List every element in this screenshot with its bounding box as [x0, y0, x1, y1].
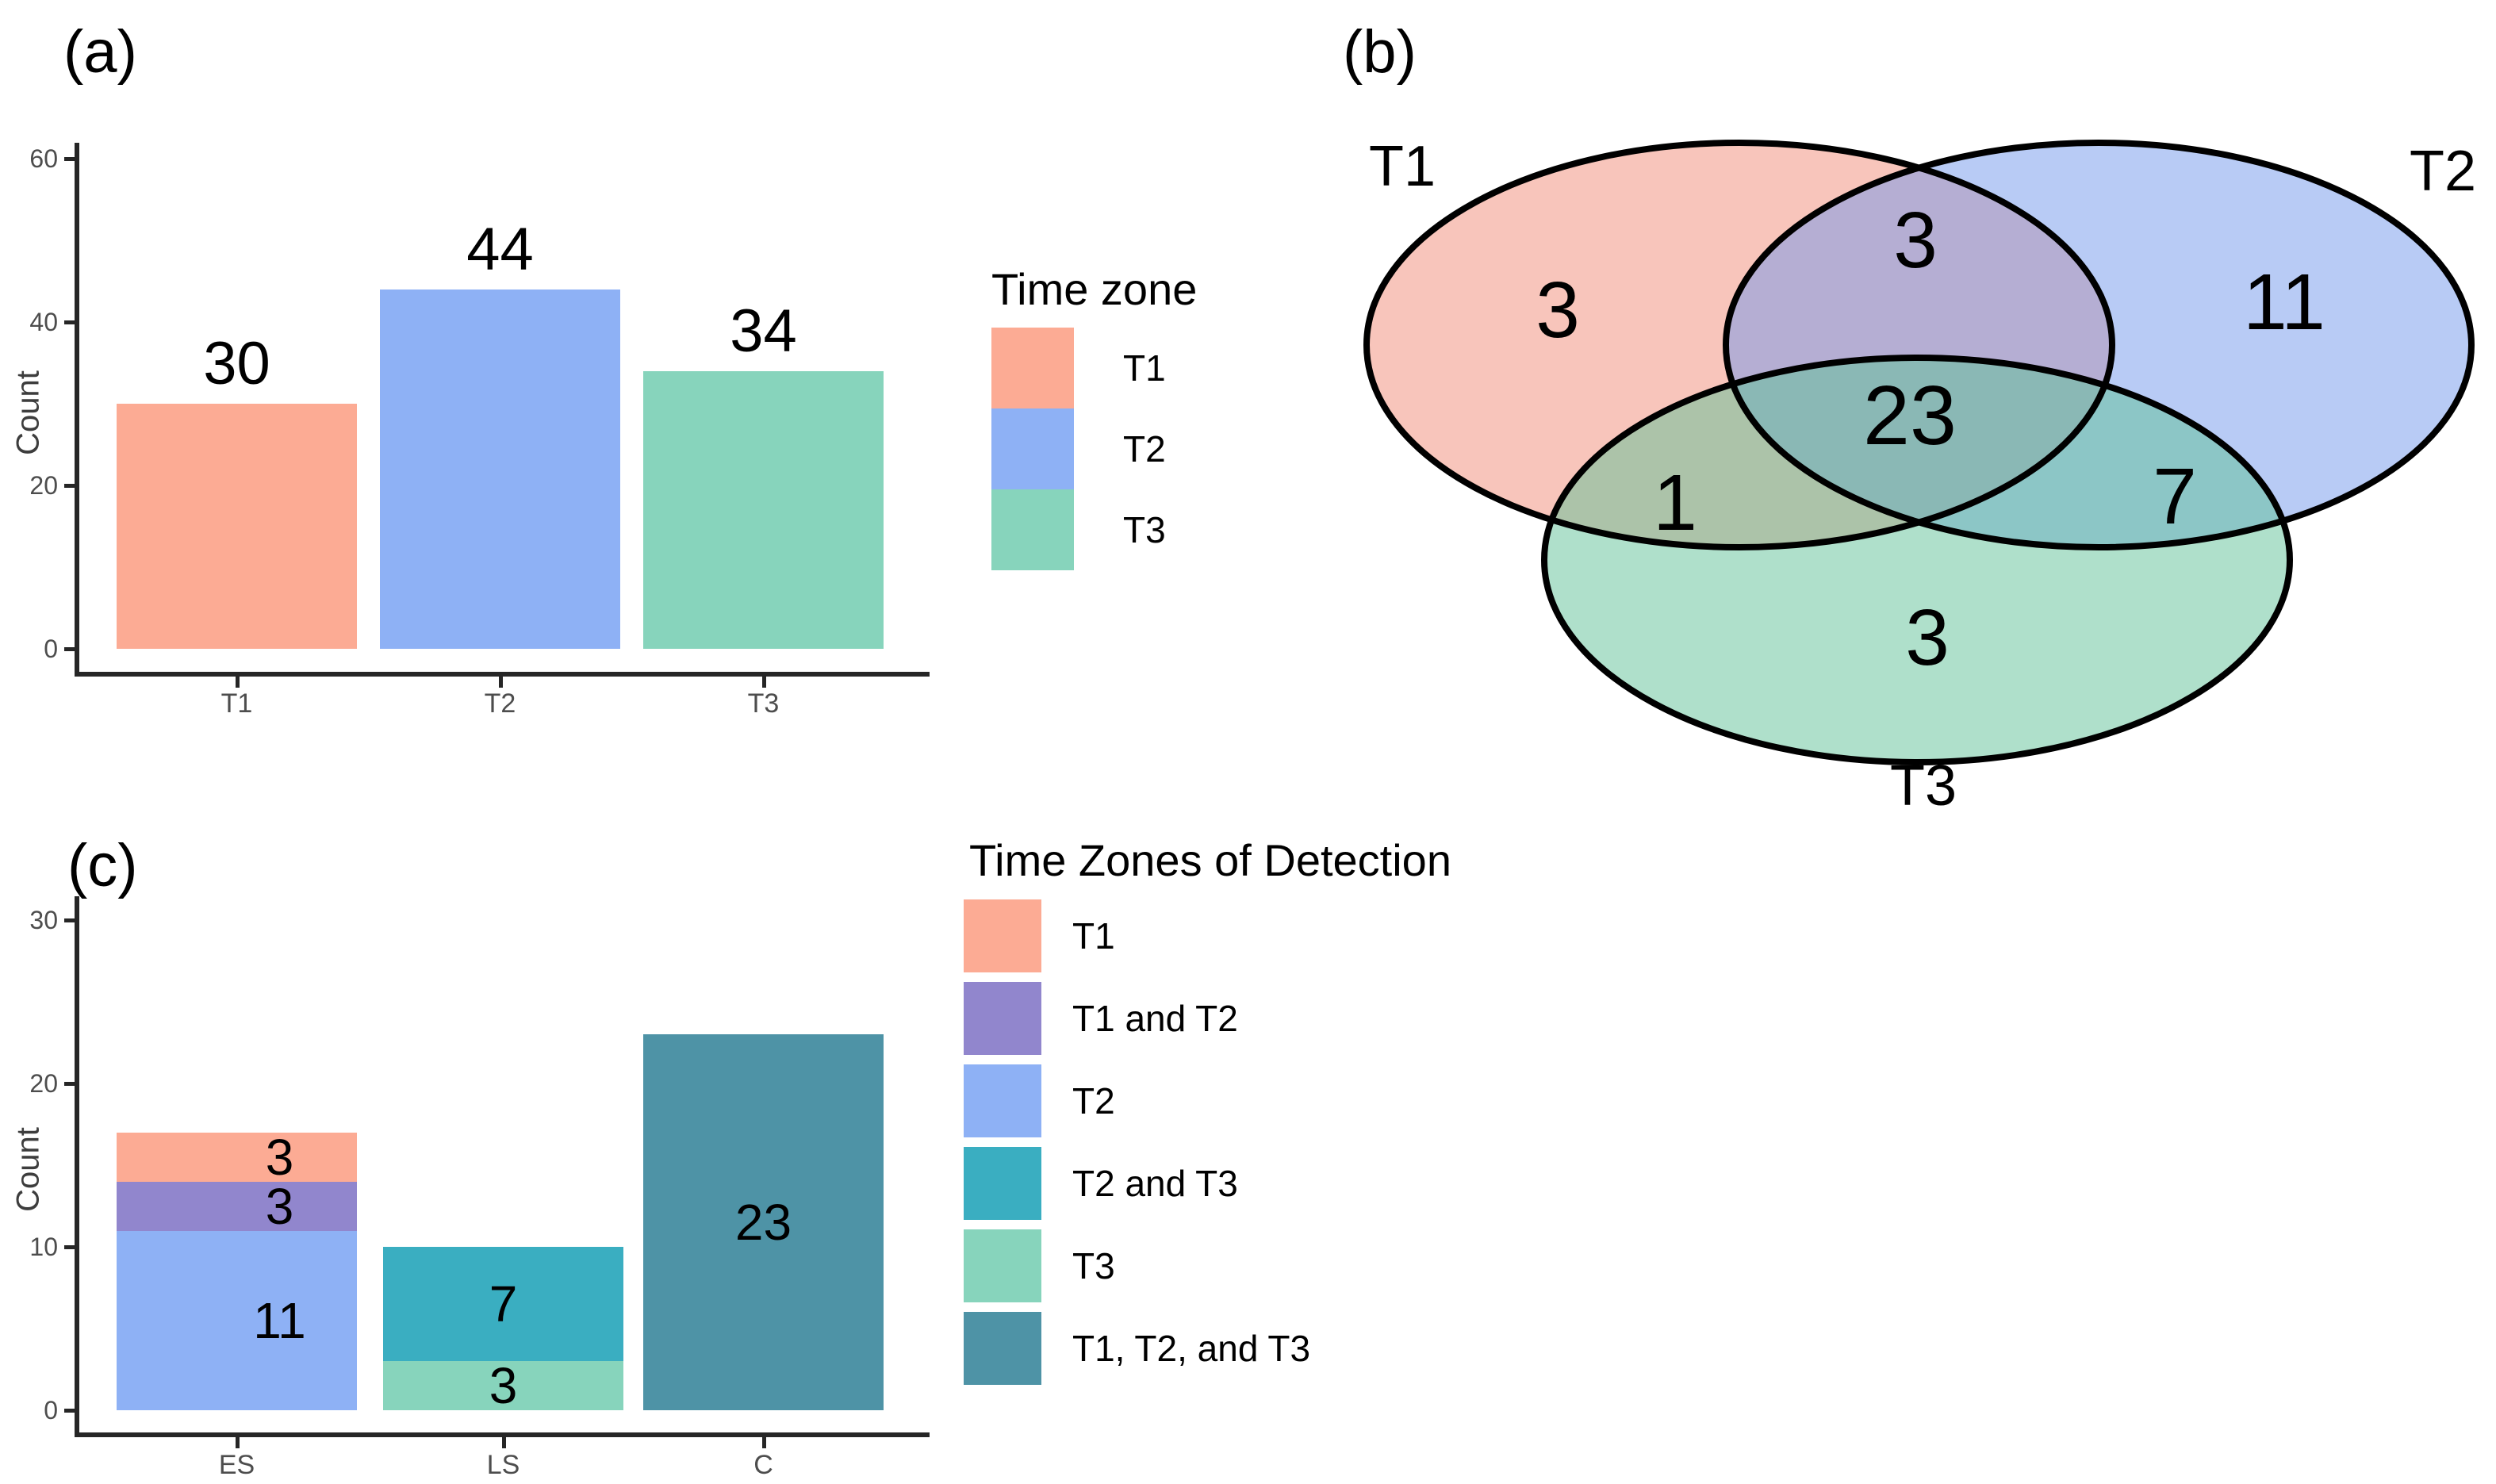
panel-c-cat-label-C: C — [753, 1450, 773, 1480]
panel-c-legend-label-T2: T2 — [1072, 1080, 1115, 1122]
panel-a-ytick-mark — [64, 157, 77, 161]
panel-a-bar-value-T1: 30 — [203, 330, 270, 397]
panel-a-ytick-mark — [64, 647, 77, 651]
panel-c-ytick-mark — [64, 918, 77, 922]
panel-a-ytick-label: 20 — [29, 471, 58, 500]
panel-c-xtick-mark — [501, 1437, 506, 1448]
venn-count-t1-t3: 1 — [1653, 458, 1697, 547]
panel-c-segment-C-T1, T2, and T3 — [643, 1034, 884, 1410]
panel-a-ytick-mark — [64, 320, 77, 324]
panel-a-cat-label-T1: T1 — [220, 688, 253, 719]
panel-c-legend-swatch-T2 — [964, 1064, 1041, 1137]
panel-c-tag: (c) — [67, 832, 138, 899]
panel-c-y-axis — [75, 896, 79, 1437]
panel-c-segment-value-ES-T1 and T2: 3 — [265, 1178, 294, 1235]
panel-a-legend-label-T2: T2 — [1123, 428, 1166, 470]
panel-a-cat-label-T3: T3 — [747, 688, 780, 719]
venn-fill-t3 — [1544, 358, 2290, 762]
venn-count-t2-t3: 7 — [2153, 452, 2197, 541]
panel-c-ytick-label: 30 — [29, 906, 58, 934]
panel-c-legend-label-T3: T3 — [1072, 1245, 1115, 1287]
panel-c-legend-swatch-T3 — [964, 1229, 1041, 1302]
panel-c-legend-label-T2 and T3: T2 and T3 — [1072, 1163, 1238, 1204]
panel-a-bar-T3 — [643, 371, 884, 649]
panel-c-xtick-mark — [761, 1437, 766, 1448]
panel-a-bar-T1 — [117, 404, 357, 649]
panel-c-segment-value-LS-T2 and T3: 7 — [489, 1275, 518, 1333]
panel-c-legend-swatch-T1 — [964, 899, 1041, 972]
panel-a-xtick-mark — [498, 677, 503, 688]
panel-a-legend-swatch-T2 — [991, 408, 1074, 489]
panel-a-legend-label-T3: T3 — [1123, 509, 1166, 550]
panel-a-ytick-label: 40 — [29, 308, 58, 336]
panel-a-x-axis — [75, 672, 930, 677]
panel-b-tag: (b) — [1343, 18, 1417, 86]
panel-c-ytick-label: 10 — [29, 1233, 58, 1261]
panel-c-cat-label-LS: LS — [486, 1450, 520, 1480]
panel-a-ytick-label: 60 — [29, 144, 58, 173]
panel-c-segment-ES-T1 — [117, 1133, 357, 1182]
venn-outline-t2 — [1723, 140, 2475, 550]
venn-outline-t1 — [1363, 140, 2115, 550]
panel-a-bar-value-T2: 44 — [466, 216, 534, 283]
panel-c-ytick-mark — [64, 1409, 77, 1413]
panel-c-legend-label-T1: T1 — [1072, 915, 1115, 957]
panel-a-legend-label-T1: T1 — [1123, 347, 1166, 389]
panel-c-ytick-label: 20 — [29, 1069, 58, 1098]
panel-c-segment-LS-T3 — [383, 1361, 623, 1410]
venn-set-label-t2: T2 — [2410, 140, 2476, 203]
panel-c-ytick-mark — [64, 1082, 77, 1086]
panel-a-cat-label-T2: T2 — [484, 688, 516, 719]
venn-count-t1-t2: 3 — [1893, 196, 1938, 285]
panel-c-y-axis-title: Count — [10, 1127, 46, 1212]
panel-c-segment-value-C-T1, T2, and T3: 23 — [734, 1194, 792, 1251]
panel-c-cat-label-ES: ES — [218, 1450, 255, 1480]
panel-c-segment-value-ES-T1: 3 — [265, 1129, 294, 1186]
venn-set-label-t1: T1 — [1369, 135, 1436, 198]
panel-c-legend-swatch-T1 and T2 — [964, 982, 1041, 1055]
venn-count-t2-only: 11 — [2243, 258, 2325, 347]
panel-a-y-axis — [75, 143, 79, 677]
panel-c-segment-value-LS-T3: 3 — [489, 1357, 518, 1414]
panel-c-segment-ES-T2 — [117, 1230, 357, 1410]
panel-c-legend-title: Time Zones of Detection — [969, 835, 1451, 885]
panel-c-legend-label-T1, T2, and T3: T1, T2, and T3 — [1072, 1328, 1311, 1369]
panel-c-x-axis — [75, 1432, 930, 1437]
panel-a-tag: (a) — [63, 18, 137, 86]
venn-count-t1-only: 3 — [1536, 266, 1580, 355]
panel-a-ytick-label: 0 — [44, 635, 58, 663]
panel-c-ytick-mark — [64, 1245, 77, 1249]
panel-c-legend-swatch-T1, T2, and T3 — [964, 1312, 1041, 1385]
venn-set-label-t3: T3 — [1890, 754, 1957, 818]
panel-c-legend-swatch-T2 and T3 — [964, 1147, 1041, 1220]
panel-c-legend-label-T1 and T2: T1 and T2 — [1072, 998, 1238, 1039]
venn-count-t3-only: 3 — [1905, 593, 1950, 682]
panel-a-legend-swatch-T3 — [991, 489, 1074, 570]
panel-c-ytick-label: 0 — [44, 1396, 58, 1425]
panel-c-segment-value-ES-T2: 11 — [253, 1292, 306, 1349]
panel-c-segment-ES-T1 and T2 — [117, 1182, 357, 1231]
panel-c-segment-LS-T2 and T3 — [383, 1247, 623, 1361]
panel-a-bar-value-T3: 34 — [730, 297, 797, 365]
panel-c-xtick-mark — [235, 1437, 240, 1448]
panel-a-xtick-mark — [761, 677, 766, 688]
panel-a-ytick-mark — [64, 484, 77, 488]
panel-a-legend-title: Time zone — [991, 264, 1198, 314]
venn-count-center: 23 — [1863, 369, 1957, 462]
panel-a-xtick-mark — [235, 677, 240, 688]
panel-a-bar-T2 — [380, 290, 620, 649]
venn-outline-t3 — [1541, 355, 2293, 765]
panel-a-legend-swatch-T1 — [991, 328, 1074, 408]
